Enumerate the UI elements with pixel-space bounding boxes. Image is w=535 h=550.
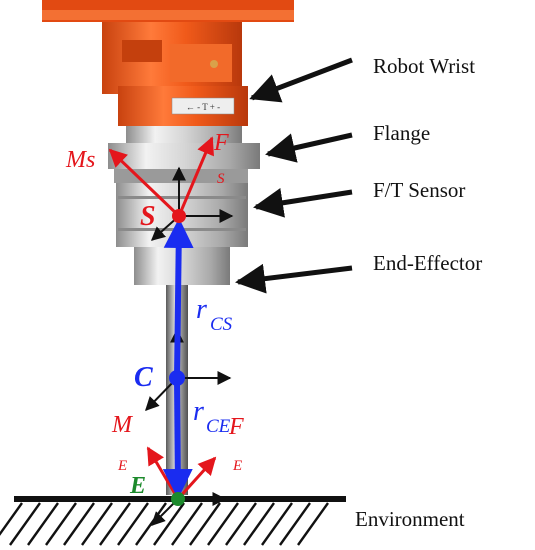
ground-hatch-line	[243, 502, 275, 546]
ground-hatch-line	[207, 502, 239, 546]
ground-hatch-line	[261, 502, 293, 546]
label-environment: Environment	[355, 507, 465, 531]
ground-hatch-line	[9, 502, 41, 546]
wrist-marking: ← - T + -	[186, 102, 220, 112]
ground-hatch-line	[171, 502, 203, 546]
label-e-point: E	[129, 473, 146, 499]
ft-sensor-body	[108, 126, 260, 285]
label-m-e: M	[111, 412, 134, 438]
label-s-point: S	[140, 201, 156, 232]
environment-surface	[0, 496, 346, 546]
ground-hatch-line	[297, 502, 329, 546]
ground-hatch-line	[81, 502, 113, 546]
label-r-cs-subscript: CS	[210, 314, 233, 335]
label-robot-wrist: Robot Wrist	[373, 54, 475, 78]
ground-hatch-line	[189, 502, 221, 546]
label-ft-sensor: F/T Sensor	[373, 178, 465, 202]
label-m-s: Ms	[65, 147, 95, 173]
label-m-e-subscript: E	[117, 458, 127, 474]
ground-hatch-line	[27, 502, 59, 546]
label-f-e-subscript: E	[232, 458, 242, 474]
label-f-s: F	[213, 130, 229, 156]
ground-hatch-line	[135, 502, 167, 546]
ground-hatch-line	[63, 502, 95, 546]
ground-hatch-line	[225, 502, 257, 546]
label-r-ce-subscript: CE	[206, 416, 231, 437]
ground-hatch-line	[279, 502, 311, 546]
ground-hatch-line	[153, 502, 185, 546]
label-c-point: C	[134, 362, 153, 393]
ground-hatch-line	[117, 502, 149, 546]
label-flange: Flange	[373, 121, 430, 145]
label-r-cs: r	[196, 294, 207, 325]
ground-hatch-line	[0, 502, 23, 536]
label-r-ce: r	[193, 396, 204, 427]
position-vectors	[162, 218, 194, 499]
point-c-dot	[169, 370, 185, 386]
label-f-e: F	[228, 414, 244, 440]
point-e-dot	[171, 492, 185, 506]
robot-wrist: ← - T + -	[42, 0, 294, 126]
callout-arrows	[235, 57, 353, 294]
point-s-dot	[172, 209, 186, 223]
label-end-effector: End-Effector	[373, 251, 482, 275]
label-f-s-subscript: S	[217, 171, 225, 187]
ground-hatch-line	[45, 502, 77, 546]
ground-hatch-line	[99, 502, 131, 546]
